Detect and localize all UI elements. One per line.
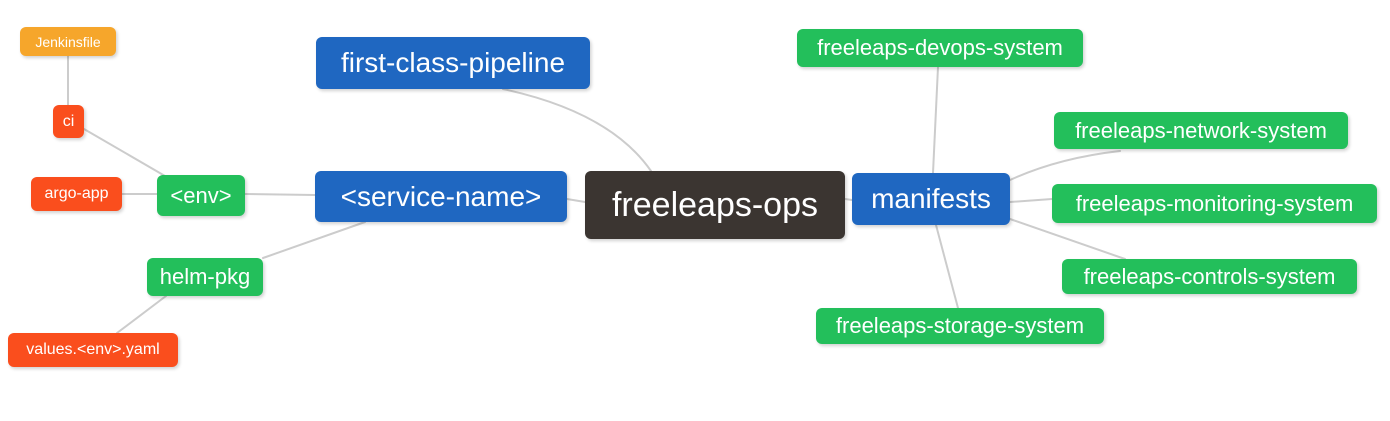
edge-helm-pkg-values-env-yaml	[116, 295, 167, 334]
edge-manifests-freeleaps-storage-system	[935, 224, 959, 309]
edge-manifests-freeleaps-devops-system	[932, 66, 939, 174]
node-freeleaps-devops-system[interactable]: freeleaps-devops-system	[797, 29, 1083, 67]
edge-first-class-pipeline-freeleaps-ops	[502, 88, 652, 172]
node-label: manifests	[871, 183, 991, 214]
node-ci[interactable]: ci	[53, 105, 84, 138]
node-label: freeleaps-network-system	[1075, 117, 1327, 143]
node-argo-app[interactable]: argo-app	[31, 177, 122, 211]
edge-manifests-freeleaps-network-system	[1009, 150, 1121, 181]
node-label: ci	[62, 112, 75, 130]
edge-ci-env	[83, 128, 166, 177]
node-label: freeleaps-devops-system	[817, 35, 1063, 60]
node-freeleaps-controls-system[interactable]: freeleaps-controls-system	[1062, 259, 1357, 294]
node-label: values.<env>.yaml	[26, 341, 160, 358]
node-label: <env>	[170, 182, 232, 208]
node-label: argo-app	[44, 185, 109, 202]
node-label: freeleaps-storage-system	[835, 313, 1085, 338]
node-first-class-pipeline[interactable]: first-class-pipeline	[316, 37, 590, 89]
edge-env-service-name	[244, 193, 316, 196]
node-freeleaps-ops[interactable]: freeleaps-ops	[585, 171, 845, 239]
node-env[interactable]: <env>	[157, 175, 245, 216]
edge-manifests-freeleaps-controls-system	[1009, 218, 1126, 260]
edge-service-name-helm-pkg	[262, 221, 366, 259]
node-label: Jenkinsfile	[35, 33, 101, 50]
node-label: freeleaps-monitoring-system	[1075, 190, 1354, 216]
node-label: <service-name>	[340, 180, 542, 212]
node-values-env-yaml[interactable]: values.<env>.yaml	[8, 333, 178, 367]
node-manifests[interactable]: manifests	[852, 173, 1010, 225]
node-label: first-class-pipeline	[340, 47, 566, 78]
node-label: freeleaps-ops	[611, 186, 818, 224]
node-helm-pkg[interactable]: helm-pkg	[147, 258, 263, 296]
edge-service-name-freeleaps-ops	[566, 198, 586, 203]
node-freeleaps-network-system[interactable]: freeleaps-network-system	[1054, 112, 1348, 149]
node-service-name[interactable]: <service-name>	[315, 171, 567, 222]
node-label: helm-pkg	[159, 264, 251, 289]
edge-manifests-freeleaps-monitoring-system	[1009, 198, 1053, 203]
node-jenkinsfile[interactable]: Jenkinsfile	[20, 27, 116, 56]
node-freeleaps-storage-system[interactable]: freeleaps-storage-system	[816, 308, 1104, 344]
node-label: freeleaps-controls-system	[1083, 263, 1336, 289]
node-freeleaps-monitoring-system[interactable]: freeleaps-monitoring-system	[1052, 184, 1377, 223]
edge-freeleaps-ops-manifests	[844, 198, 853, 201]
